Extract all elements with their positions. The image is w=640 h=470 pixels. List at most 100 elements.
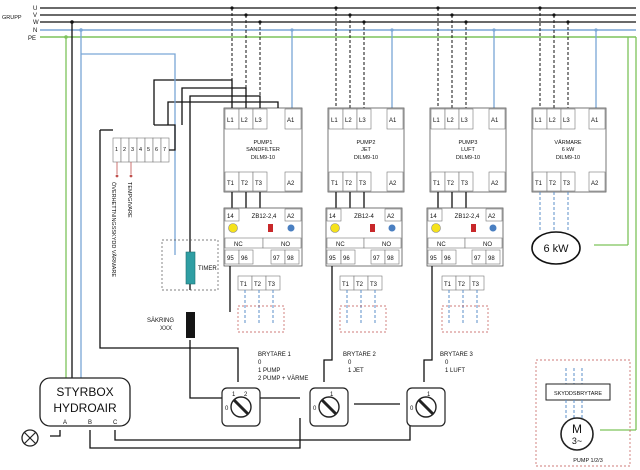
c3-l2: L2 [447,118,454,124]
mt2-t3: T3 [370,282,378,288]
switch3-pos0: 0 [410,406,414,412]
control-wires [50,53,433,449]
ol2-reset-marker [370,224,375,232]
heater-outputs [539,192,569,232]
c4-l3: L3 [563,118,570,124]
c4-a1: A1 [591,118,599,124]
switch1-opt2: 2 PUMP + VÄRME [258,375,308,382]
mt3-t2: T2 [458,282,466,288]
ol1-14: 14 [227,214,234,220]
control-box: STYRBOX HYDROAIR A B C [39,377,131,427]
c1-t3: T3 [255,181,263,187]
ol2-14: 14 [329,214,336,220]
motor-terminals-1: T1 T2 T3 [237,275,285,333]
safety-switch-label: SKYDDSBRYTARE [554,391,602,397]
c3-t1: T1 [433,181,441,187]
c1-l2: L2 [241,118,248,124]
ol2-98: 98 [387,256,394,262]
contactor-pump3: L1 L2 L3 A1 T1 T2 T3 A2 PUMP3 LUFT DILM9… [429,107,507,193]
ol3-test-knob [431,223,441,233]
ol1-98: 98 [287,256,294,262]
fuse-value: XXX [160,326,172,332]
c1-model: DILM9-10 [251,155,275,161]
ol3-14: 14 [430,214,437,220]
ol2-a2: A2 [387,214,395,220]
c2-a2: A2 [389,181,397,187]
ol3-model: ZB12-2,4 [455,214,480,220]
overload-relay-2: 14 ZB12-4 A2 NC NO 95 96 97 98 [325,192,403,267]
switch3-title: BRYTARE 3 [440,352,473,358]
ol1-nc: NC [234,242,243,248]
switch2-title: BRYTARE 2 [343,352,376,358]
switch-3[interactable]: BRYTARE 3 0 1 LUFT 0 1 [406,352,473,427]
c4-l1: L1 [535,118,542,124]
c1-a1: A1 [287,118,295,124]
fuse: SÄKRING XXX [147,312,195,338]
ol2-nc: NC [336,242,345,248]
ol3-a2: A2 [488,214,496,220]
tb-5: 5 [147,147,150,153]
control-box-term-a: A [63,420,67,426]
c2-model: DILM9-10 [354,155,378,161]
ol3-no: NO [483,242,492,248]
heater-badge-text: 6 kW [543,243,569,255]
ol1-indicator [287,224,295,232]
ol2-model: ZB12-4 [354,214,374,220]
switch1-pos0: 0 [225,406,229,412]
bus-bars: U V W N PE GRUPP [2,6,637,431]
c3-name: PUMP3 [459,140,478,146]
ol2-test-knob [330,223,340,233]
motor-terminals-2: T1 T2 T3 [339,275,387,333]
c2-l1: L1 [331,118,338,124]
bus-label-w: W [33,20,39,26]
heater-badge: 6 kW [531,231,581,265]
tb-1: 1 [115,147,118,153]
motor-icon [560,417,594,451]
switch2-pos0: 0 [313,406,317,412]
c3-t2: T2 [447,181,455,187]
control-box-line2: HYDROAIR [53,401,117,415]
contactor-pump1: L1 L2 L3 A1 T1 T2 T3 A2 PUMP1 SANDFILTER… [223,107,303,193]
c2-t1: T1 [331,181,339,187]
mt3-t3: T3 [472,282,480,288]
tb-4: 4 [139,147,142,153]
ol3-95: 95 [430,256,437,262]
switch3-opt1: 1 LUFT [445,368,465,374]
ol1-95: 95 [227,256,234,262]
c3-l1: L1 [433,118,440,124]
c4-t2: T2 [549,181,557,187]
c4-sub: 6 kW [562,147,575,153]
switch3-pos1: 1 [427,392,431,398]
switch1-title: BRYTARE 1 [258,352,291,358]
ol1-a2: A2 [287,214,295,220]
c3-sub: LUFT [461,147,475,153]
switch1-pos1: 1 [232,392,236,398]
switch1-opt0: 0 [258,360,262,366]
control-box-term-b: B [88,420,92,426]
c2-t3: T3 [359,181,367,187]
tb-3: 3 [131,147,134,153]
motor-terminals-3: T1 T2 T3 [441,275,489,333]
ol1-test-knob [228,223,238,233]
ol2-96: 96 [343,256,350,262]
c4-l2: L2 [549,118,556,124]
tb-6: 6 [155,147,158,153]
ol2-97: 97 [373,256,380,262]
control-box-line1: STYRBOX [56,385,113,399]
tempsensor-label: TEMPGIVARE [126,182,132,218]
c4-model: DILM9-10 [556,155,580,161]
control-box-term-c: C [113,420,118,426]
mt1-t1: T1 [240,282,248,288]
switch2-opt1: 1 JET [348,368,364,374]
c3-a1: A1 [491,118,499,124]
switch-1[interactable]: BRYTARE 1 0 1 PUMP 2 PUMP + VÄRME 0 1 2 [221,352,308,427]
ol3-nc: NC [437,242,446,248]
switch-2[interactable]: BRYTARE 2 0 1 JET 0 1 [309,352,376,427]
switch1-opt1: 1 PUMP [258,368,280,374]
bus-label-v: V [33,13,37,19]
contactor-pump2: L1 L2 L3 A1 T1 T2 T3 A2 PUMP2 JET DILM9-… [327,107,405,193]
lamp-icon [21,429,39,447]
c2-a1: A1 [389,118,397,124]
ol3-96: 96 [444,256,451,262]
timer: TIMER [161,239,219,291]
